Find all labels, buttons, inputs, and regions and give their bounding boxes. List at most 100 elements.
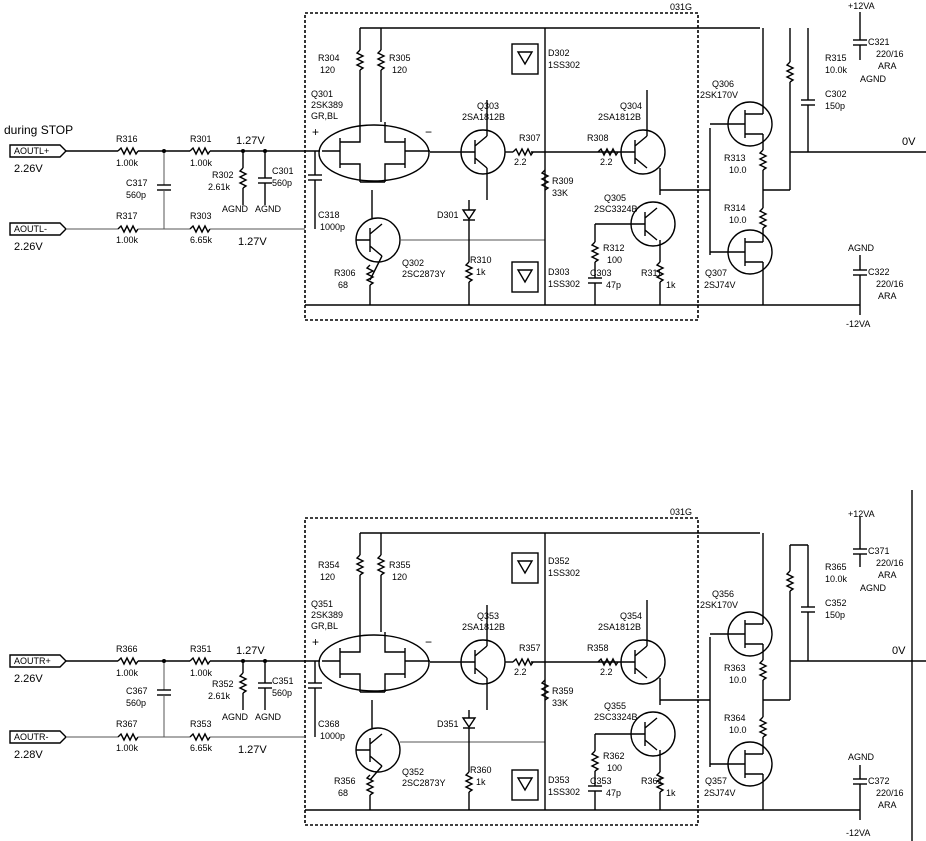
label-q355: Q355: [604, 701, 626, 711]
rail-vpos: +12VA: [848, 509, 875, 519]
value-r317: 1.00k: [116, 235, 139, 245]
d353-body: [511, 769, 539, 801]
label-r304: R304: [318, 53, 340, 63]
value-r312: 100: [607, 255, 622, 265]
label-c303: C303: [590, 268, 612, 278]
label-r363: R363: [724, 663, 746, 673]
label-r305: R305: [389, 53, 411, 63]
input-neg-voltage: 2.26V: [14, 241, 43, 253]
label-d352: D352: [548, 556, 570, 566]
label-r301: R301: [190, 134, 212, 144]
label-r358: R358: [587, 643, 609, 653]
label-q302: Q302: [402, 258, 424, 268]
value-c368: 1000p: [320, 731, 345, 741]
label-agnd-3: AGND: [860, 583, 887, 593]
channel-left: 031G AOUTL+ 2.26V AOUTL- 2.26V: [9, 1, 926, 329]
value-r357: 2.2: [514, 667, 527, 677]
label-r352: R352: [212, 679, 234, 689]
value-r303: 6.65k: [190, 235, 213, 245]
pcb-outline: [304, 517, 699, 826]
value-c301: 560p: [272, 178, 292, 188]
output-label: 0V: [902, 136, 916, 148]
label-q352: Q352: [402, 767, 424, 777]
part-q305: 2SC3324B: [594, 204, 638, 214]
label-r307: R307: [519, 133, 541, 143]
label-q304: Q304: [620, 101, 642, 111]
value-c303: 47p: [606, 280, 621, 290]
part-d302: 1SS302: [548, 60, 580, 70]
rail-vneg: -12VA: [846, 828, 870, 838]
label-d301: D301: [437, 210, 459, 220]
label-agnd-1: AGND: [222, 204, 249, 214]
part-q355: 2SC3324B: [594, 712, 638, 722]
part-q304: 2SA1812B: [598, 112, 641, 122]
label-c353: C353: [590, 776, 612, 786]
label-r360: R360: [470, 765, 492, 775]
input-neg-tag: [9, 730, 67, 744]
input-pos-label: AOUTR+: [14, 656, 51, 666]
rating-c322: ARA: [878, 291, 897, 301]
part-q356: 2SK170V: [700, 600, 738, 610]
label-r313: R313: [724, 153, 746, 163]
part-d303: 1SS302: [548, 279, 580, 289]
part-q351: 2SK389: [311, 610, 343, 620]
value-c372: 220/16: [876, 788, 904, 798]
part-d353: 1SS302: [548, 787, 580, 797]
value-r355: 120: [392, 572, 407, 582]
value-r305: 120: [392, 65, 407, 75]
label-r311: R311: [641, 268, 662, 278]
input-pos-tag: [9, 654, 67, 668]
label-agnd-1: AGND: [222, 712, 249, 722]
label-q307: Q307: [705, 268, 727, 278]
label-r315: R315: [825, 53, 847, 63]
value-r353: 6.65k: [190, 743, 213, 753]
value-r363: 10.0: [729, 675, 747, 685]
label-r314: R314: [724, 203, 746, 213]
label-d353: D353: [548, 775, 570, 785]
d352-body: [511, 552, 539, 584]
channel-right: 031G AOUTR+ 2.26V AOUTR- 2.28V 1.27V 1.2…: [9, 490, 926, 841]
part-q302: 2SC2873Y: [402, 269, 446, 279]
input-pos-voltage: 2.26V: [14, 673, 43, 685]
label-d303: D303: [548, 267, 570, 277]
label-r303: R303: [190, 211, 212, 221]
label-c371: C371: [868, 546, 890, 556]
label-d351: D351: [437, 719, 459, 729]
part-q301: 2SK389: [311, 100, 343, 110]
label-q353: Q353: [477, 611, 499, 621]
value-c371: 220/16: [876, 558, 904, 568]
input-neg-label: AOUTR-: [14, 732, 49, 742]
label-r355: R355: [389, 560, 411, 570]
value-r311: 1k: [666, 280, 676, 290]
rail-vpos: +12VA: [848, 1, 875, 11]
value-r302: 2.61k: [208, 182, 231, 192]
value-c317: 560p: [126, 190, 146, 200]
rating-c321: ARA: [878, 61, 897, 71]
d302-body: [511, 43, 539, 75]
status-note: during STOP: [4, 123, 73, 137]
value-c318: 1000p: [320, 222, 345, 232]
part-q306: 2SK170V: [700, 90, 738, 100]
grade-q351: GR,BL: [311, 621, 338, 631]
node-voltage-top: 1.27V: [236, 135, 265, 147]
rating-c371: ARA: [878, 570, 897, 580]
input-neg-tag: [9, 222, 67, 236]
svg-text:+: +: [312, 635, 319, 649]
part-q307: 2SJ74V: [704, 280, 736, 290]
input-pos-label: AOUTL+: [14, 146, 49, 156]
value-r315: 10.0k: [825, 65, 848, 75]
value-r365: 10.0k: [825, 574, 848, 584]
label-r361: R361: [641, 776, 663, 786]
label-r356: R356: [334, 776, 356, 786]
node-voltage-bot: 1.27V: [238, 744, 267, 756]
output-label: 0V: [892, 645, 906, 657]
part-d352: 1SS302: [548, 568, 580, 578]
pcb-label: 031G: [670, 2, 692, 12]
value-c322: 220/16: [876, 279, 904, 289]
label-q351: Q351: [311, 599, 333, 609]
value-r359: 33K: [552, 698, 568, 708]
label-r309: R309: [552, 176, 574, 186]
label-c368: C368: [318, 719, 340, 729]
value-r308: 2.2: [600, 157, 613, 167]
